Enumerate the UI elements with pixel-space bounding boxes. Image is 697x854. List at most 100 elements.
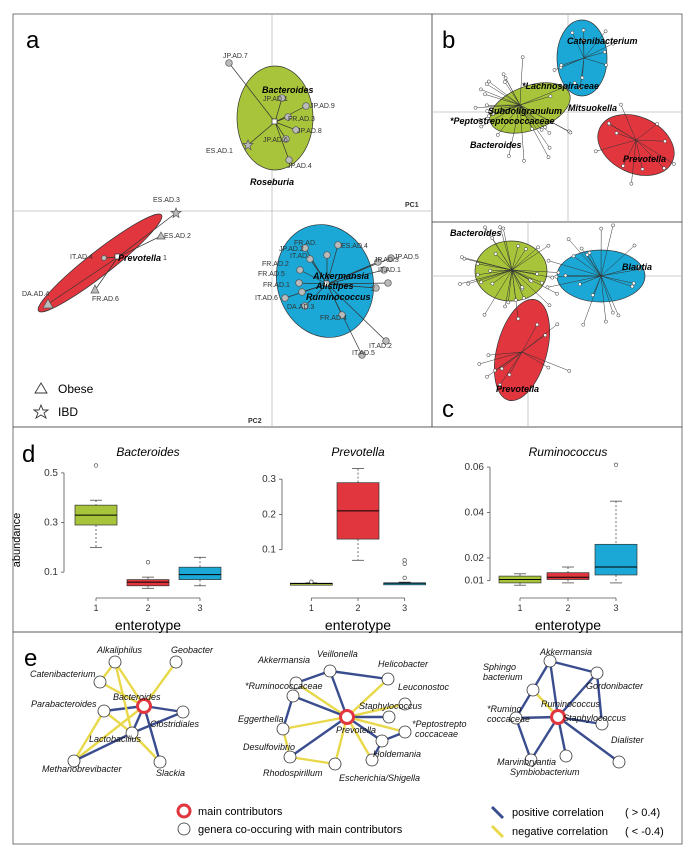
sample-point bbox=[602, 50, 607, 54]
node-label: *Ruminococcaceae bbox=[245, 681, 323, 691]
sample-point bbox=[466, 281, 471, 286]
main-label-ruminococcus: Ruminococcus bbox=[541, 699, 601, 709]
prevotella-cluster bbox=[37, 213, 163, 313]
spoke bbox=[579, 57, 585, 89]
spoke bbox=[521, 334, 546, 353]
sample-point bbox=[578, 86, 582, 90]
spoke bbox=[484, 269, 513, 315]
spoke bbox=[495, 253, 513, 271]
sample-point bbox=[590, 293, 595, 297]
spoke bbox=[479, 351, 523, 365]
spoke bbox=[519, 104, 549, 158]
sample-labels-a: JP.AD.7 JP.AD.1 JP.AD.9 FR.AD.3 JP.AD.8 … bbox=[22, 53, 419, 357]
x-tick-label: 1 bbox=[517, 603, 522, 613]
spoke bbox=[600, 245, 635, 277]
spoke bbox=[600, 275, 634, 284]
sample-label: IT.AD.6 bbox=[255, 295, 278, 302]
node-label: *Rumino bbox=[487, 704, 522, 714]
spoke bbox=[568, 239, 602, 277]
sample-label: ES.AD.1 bbox=[206, 148, 233, 155]
main-node-ruminococcus bbox=[550, 709, 566, 725]
sample-point bbox=[503, 76, 508, 80]
node-label: Dialister bbox=[611, 735, 645, 745]
sample-point bbox=[529, 279, 534, 283]
sample-point bbox=[520, 285, 525, 290]
y-tick-label: 0.01 bbox=[465, 576, 485, 587]
spoke bbox=[600, 275, 607, 322]
x-tick-label: 2 bbox=[565, 603, 570, 613]
sample-point bbox=[572, 81, 577, 85]
spoke bbox=[579, 275, 602, 285]
network-bacteroides-labels: Alkaliphilus Geobacter Catenibacterium P… bbox=[30, 645, 214, 778]
spoke bbox=[635, 139, 675, 165]
sample-point bbox=[501, 226, 506, 231]
sample-label: IT.AD.5 bbox=[352, 350, 375, 357]
sample-point bbox=[522, 158, 526, 163]
spoke bbox=[511, 247, 539, 271]
spoke bbox=[600, 275, 614, 313]
sample-point bbox=[603, 29, 608, 34]
ibd-markers bbox=[170, 139, 254, 219]
spoke bbox=[583, 51, 605, 59]
sample-point bbox=[460, 255, 464, 260]
spoke bbox=[519, 96, 551, 106]
sample-point bbox=[599, 226, 604, 231]
sample-point bbox=[483, 92, 487, 97]
sample-point bbox=[486, 353, 491, 358]
sample-point bbox=[543, 333, 548, 338]
spoke bbox=[511, 269, 553, 278]
y-tick-label: 0.3 bbox=[44, 518, 58, 529]
outlier bbox=[402, 558, 407, 563]
sample-label: JP.AD.9 bbox=[310, 103, 335, 110]
sample-point bbox=[498, 225, 503, 230]
spoke bbox=[488, 81, 521, 106]
sample-point bbox=[486, 114, 491, 118]
sample-point bbox=[593, 149, 598, 154]
genus-prevotella-b: Prevotella bbox=[623, 154, 666, 164]
spoke bbox=[492, 237, 513, 271]
spoke bbox=[589, 252, 602, 277]
spoke bbox=[511, 245, 549, 271]
sample-point bbox=[485, 374, 489, 379]
x-tick-label: 3 bbox=[402, 603, 407, 613]
sample-point bbox=[482, 312, 487, 317]
network-bacteroides-edges bbox=[72, 660, 185, 764]
centroids-a bbox=[114, 118, 330, 287]
node-label: Rhodospirillum bbox=[263, 768, 323, 778]
genus-bacteroides-b: Bacteroides bbox=[470, 140, 522, 150]
sample-point bbox=[535, 272, 539, 276]
boxplot-title: Ruminococcus bbox=[529, 445, 608, 459]
genus-bacteroides-c: Bacteroides bbox=[450, 228, 502, 238]
spoke bbox=[521, 351, 570, 372]
sample-point bbox=[581, 38, 586, 43]
sample-point bbox=[506, 300, 511, 305]
legend-pos-val: ( > 0.4) bbox=[625, 807, 660, 819]
spoke bbox=[511, 269, 516, 301]
sample-point bbox=[546, 155, 551, 160]
spoke bbox=[501, 351, 523, 369]
legend-main: main contributors bbox=[198, 806, 283, 818]
node-label: bacterium bbox=[483, 672, 523, 682]
spoke bbox=[475, 104, 521, 108]
sample-point bbox=[513, 298, 518, 302]
sample-point bbox=[490, 236, 495, 240]
sample-point bbox=[616, 313, 621, 318]
sample-point bbox=[490, 281, 495, 286]
sample-point bbox=[546, 258, 551, 263]
sample-point bbox=[556, 270, 561, 275]
spoke bbox=[635, 139, 643, 170]
node-label: Holdemania bbox=[373, 749, 421, 759]
outlier bbox=[402, 561, 407, 566]
sample-label: IT.AD.2 bbox=[369, 343, 392, 350]
spoke bbox=[572, 32, 585, 59]
sample-label: IT.AD.4 bbox=[70, 254, 93, 261]
points-c bbox=[458, 223, 642, 387]
sample-point bbox=[571, 254, 576, 259]
x-tick-label: 1 bbox=[309, 603, 314, 613]
spoke bbox=[487, 104, 521, 112]
legend-neg-icon bbox=[490, 824, 505, 839]
sample-label: IT.AD.1 bbox=[378, 267, 401, 274]
node-label: Leuconostoc bbox=[398, 682, 450, 692]
pc2-label: PC2 bbox=[248, 418, 262, 425]
sample-point bbox=[543, 125, 547, 130]
